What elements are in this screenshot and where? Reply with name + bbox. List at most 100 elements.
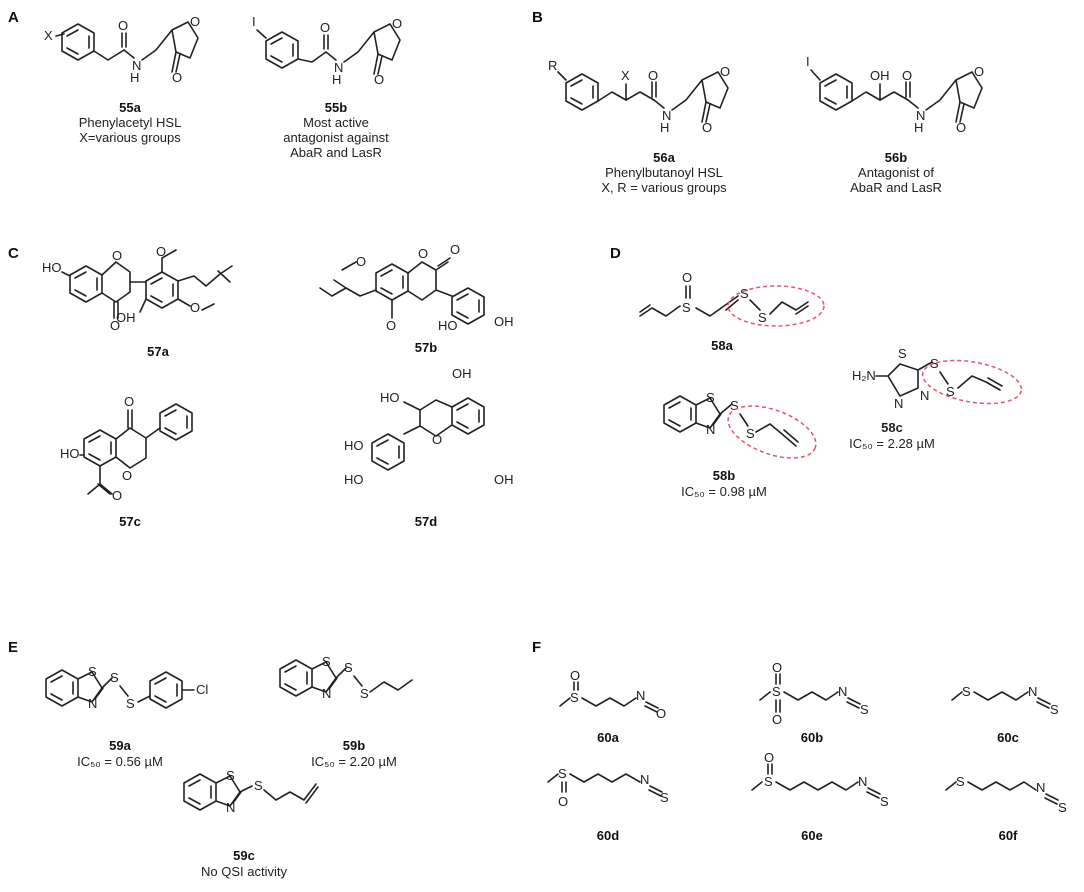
atom-oh: OH: [494, 314, 514, 329]
amine-group: H₂N: [852, 368, 876, 383]
panel-b: B R X O N H O O 56a Phenylbutanoyl HSL X…: [532, 9, 984, 195]
structure-59a: S N S S Cl: [45, 664, 208, 711]
atom-o: O: [432, 432, 442, 447]
atom-n: N: [920, 388, 929, 403]
atom-ho: HO: [380, 390, 400, 405]
atom-n: N: [858, 774, 867, 789]
atom-o: O: [902, 68, 912, 83]
atom-s: S: [706, 390, 715, 405]
atom-s: S: [1058, 800, 1067, 815]
label-58c: 58c: [881, 420, 903, 435]
atom-n: N: [132, 58, 141, 73]
atom-o: O: [558, 794, 568, 809]
atom-oh: OH: [116, 310, 136, 325]
atom-h: H: [332, 72, 341, 87]
label-58b: 58b: [713, 468, 735, 483]
atom-s: S: [962, 684, 971, 699]
atom-s: S: [772, 684, 781, 699]
label-55a: 55a: [119, 100, 141, 115]
atom-n: N: [838, 684, 847, 699]
atom-o: O: [956, 120, 966, 135]
structure-60b: S O O N S: [759, 660, 869, 727]
panel-letter-c: C: [8, 245, 19, 262]
atom-o: O: [772, 660, 782, 675]
atom-n: N: [894, 396, 903, 411]
caption-55b-line2: antagonist against: [283, 130, 389, 145]
atom-s: S: [660, 790, 669, 805]
highlight-disulfide-58a: [727, 285, 825, 327]
atom-n: N: [226, 800, 235, 815]
atom-o: O: [110, 318, 120, 333]
panel-c: C HO O O O O OH 57a O O: [8, 242, 514, 529]
highlight-disulfide-58b: [727, 405, 817, 459]
structure-60a: S O N O: [559, 668, 666, 721]
atom-s: S: [898, 346, 907, 361]
atom-o: O: [702, 120, 712, 135]
atom-o: O: [386, 318, 396, 333]
atom-s: S: [110, 670, 119, 685]
structure-55a: X O N H O O: [44, 14, 200, 85]
atom-s: S: [930, 356, 939, 371]
label-55b: 55b: [325, 100, 347, 115]
structure-56b: I OH O N H O O: [806, 54, 984, 135]
atom-ho: HO: [438, 318, 458, 333]
panel-letter-a: A: [8, 9, 19, 26]
structure-60c: S N S: [951, 684, 1059, 717]
atom-o: O: [118, 18, 128, 33]
highlight-disulfide-58c: [921, 359, 1023, 405]
atom-n: N: [640, 772, 649, 787]
atom-o: O: [190, 300, 200, 315]
atom-o: O: [124, 394, 134, 409]
caption-55b-line1: Most active: [303, 115, 369, 130]
caption-56a-line1: Phenylbutanoyl HSL: [605, 165, 723, 180]
structure-60e: S O N S: [751, 750, 889, 809]
atom-s: S: [570, 690, 579, 705]
atom-o: O: [648, 68, 658, 83]
atom-o: O: [764, 750, 774, 765]
atom-s: S: [740, 286, 749, 301]
atom-oh: OH: [494, 472, 514, 487]
atom-o: O: [392, 16, 402, 31]
ic50-59a: IC₅₀ = 0.56 µM: [77, 754, 163, 769]
atom-oh: OH: [452, 366, 472, 381]
label-60e: 60e: [801, 828, 823, 843]
label-60a: 60a: [597, 730, 619, 745]
note-59c: No QSI activity: [201, 864, 287, 879]
structure-56a: R X O N H O O: [548, 58, 730, 135]
atom-n: N: [1028, 684, 1037, 699]
atom-ho: HO: [60, 446, 80, 461]
atom-o: O: [320, 20, 330, 35]
atom-n: N: [706, 422, 715, 437]
panel-e: E S N S S Cl 59a IC₅₀ = 0.56 µM S N S S: [8, 639, 413, 879]
atom-s: S: [226, 768, 235, 783]
atom-o: O: [356, 254, 366, 269]
structure-57d: OH O HO HO HO OH: [344, 366, 514, 487]
atom-o: O: [156, 244, 166, 259]
label-56b: 56b: [885, 150, 907, 165]
label-60d: 60d: [597, 828, 619, 843]
atom-ho: HO: [344, 472, 364, 487]
atom-o: O: [720, 64, 730, 79]
panel-letter-b: B: [532, 9, 543, 26]
atom-s: S: [126, 696, 135, 711]
label-60f: 60f: [999, 828, 1018, 843]
atom-s: S: [88, 664, 97, 679]
ic50-58b: IC₅₀ = 0.98 µM: [681, 484, 767, 499]
atom-s: S: [730, 398, 739, 413]
panel-letter-e: E: [8, 639, 18, 656]
atom-s: S: [764, 774, 773, 789]
atom-o: O: [190, 14, 200, 29]
atom-o: O: [974, 64, 984, 79]
substituent-oh: OH: [870, 68, 890, 83]
substituent-cl: Cl: [196, 682, 208, 697]
atom-n: N: [1036, 780, 1045, 795]
atom-n: N: [334, 60, 343, 75]
atom-o: O: [172, 70, 182, 85]
atom-o: O: [374, 72, 384, 87]
atom-o: O: [656, 706, 666, 721]
caption-56a-line2: X, R = various groups: [601, 180, 727, 195]
panel-d: D S O S S 58a S N S S 58b: [610, 245, 1023, 499]
caption-55a-line1: Phenylacetyl HSL: [79, 115, 182, 130]
ic50-58c: IC₅₀ = 2.28 µM: [849, 436, 935, 451]
